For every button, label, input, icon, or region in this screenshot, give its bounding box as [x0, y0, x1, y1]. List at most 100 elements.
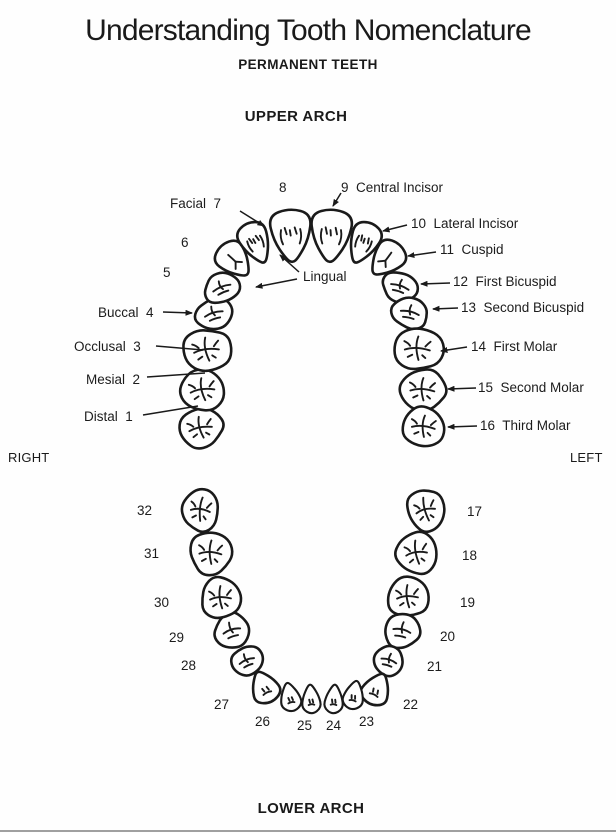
tooth-26-outline [280, 681, 303, 713]
tooth-18-groove [421, 558, 424, 561]
tooth-19-groove [400, 603, 404, 605]
tooth-9-groove [330, 230, 331, 235]
line-occlusal-3 [155, 345, 204, 351]
page-title: Understanding Tooth Nomenclature [85, 14, 532, 47]
tooth-10-groove [363, 239, 365, 243]
lower-label-29: 29 [169, 630, 185, 645]
tooth-13-groove [408, 305, 412, 315]
upper-label-occlusal-3: Occlusal 3 [74, 339, 141, 354]
tooth-21 [370, 642, 408, 680]
tooth-30-groove [209, 592, 214, 596]
tooth-7-groove [249, 238, 252, 243]
tooth-17-groove [431, 515, 434, 518]
tooth-7-groove [253, 239, 255, 243]
page-subtitle: PERMANENT TEETH [238, 57, 378, 72]
tooth-18-groove [414, 540, 419, 564]
tooth-25-groove [309, 704, 315, 705]
lower-label-25: 25 [297, 718, 313, 733]
tooth-3 [182, 328, 233, 373]
tooth-14-groove [422, 355, 426, 358]
arrow-third-molar-16 [447, 423, 478, 430]
tooth-14-groove [425, 341, 430, 347]
tooth-1-outline [178, 407, 225, 450]
lower-label-23: 23 [359, 714, 375, 729]
tooth-1-groove [206, 432, 209, 435]
tooth-10 [341, 218, 385, 269]
callout-lines [142, 192, 478, 430]
lower-label-26: 26 [255, 714, 271, 729]
tooth-11-groove [378, 257, 385, 264]
upper-label-facial-7: Facial 7 [170, 196, 222, 211]
tooth-23-groove [350, 699, 356, 701]
tooth-2 [178, 368, 225, 413]
tooth-20-outline [384, 612, 422, 650]
tooth-27-groove [263, 691, 271, 695]
arrow-first-molar-14 [440, 346, 468, 353]
upper-label-buccal-4: Buccal 4 [98, 305, 154, 320]
arrow-lateral-incisor-10 [382, 224, 408, 233]
tooth-13-groove [403, 316, 414, 320]
teeth-outlines [177, 209, 448, 714]
tooth-24-groove [332, 699, 333, 702]
tooth-5-groove [218, 281, 223, 290]
upper-arch-heading: UPPER ARCH [244, 108, 348, 125]
tooth-6-groove [236, 259, 242, 265]
tooth-7 [234, 218, 278, 269]
tooth-11-groove [382, 261, 388, 267]
upper-label-16-third-molar: 16 Third Molar [480, 418, 571, 433]
tooth-10-groove [360, 235, 363, 240]
tooth-22-groove [377, 690, 379, 693]
tooth-23-outline [341, 679, 364, 711]
tooth-30 [202, 577, 241, 618]
tooth-19 [388, 577, 429, 616]
tooth-3-outline [182, 329, 233, 373]
tooth-25-groove [309, 700, 310, 703]
tooth-25-outline [301, 683, 322, 715]
tooth-3-groove [198, 357, 202, 360]
tooth-19-groove [412, 603, 415, 605]
tooth-7-groove [259, 236, 265, 247]
tooth-29-groove [229, 622, 233, 633]
tooth-32-groove [191, 502, 196, 507]
tooth-10-groove [367, 238, 370, 243]
lower-label-27: 27 [214, 697, 230, 712]
upper-label-15-second-molar: 15 Second Molar [478, 380, 584, 395]
tooth-30-groove [213, 604, 217, 606]
tooth-28-groove [244, 664, 253, 668]
tooth-1-groove [187, 423, 193, 428]
tooth-30-groove [227, 590, 231, 595]
tooth-32-groove [198, 497, 205, 520]
tooth-17-outline [405, 489, 446, 534]
tooth-3-groove [204, 337, 209, 361]
tooth-29 [210, 609, 253, 652]
upper-label-distal-1: Distal 1 [84, 409, 133, 424]
tooth-31-outline [189, 531, 234, 577]
lower-label-24: 24 [326, 718, 342, 733]
tooth-31-groove [208, 540, 213, 564]
tooth-3-groove [212, 355, 216, 358]
upper-label-5: 5 [163, 265, 171, 280]
tooth-9-groove [335, 228, 337, 235]
tooth-26-groove [292, 697, 293, 700]
tooth-16-groove [421, 415, 427, 436]
tooth-20-groove [400, 622, 404, 633]
tooth-6-groove [232, 262, 239, 269]
tooth-20-groove [395, 635, 405, 639]
tooth-24-outline [323, 683, 344, 715]
tooth-24 [323, 683, 344, 715]
tooth-4-groove [210, 317, 221, 321]
tooth-17-groove [422, 497, 429, 520]
tooth-16-groove [411, 419, 417, 424]
tooth-18-groove [422, 544, 426, 550]
tooth-12 [378, 268, 422, 308]
tooth-16-groove [414, 431, 418, 434]
tooth-14-groove [415, 336, 420, 360]
tooth-16-groove [427, 433, 430, 436]
tooth-27-groove [267, 686, 269, 689]
tooth-26-groove [288, 698, 289, 701]
page-bottom-edge [0, 830, 616, 832]
lower-label-32: 32 [137, 503, 153, 518]
tooth-11-outline [371, 238, 408, 276]
tooth-15-groove [410, 382, 416, 386]
tooth-18-groove [405, 547, 411, 552]
